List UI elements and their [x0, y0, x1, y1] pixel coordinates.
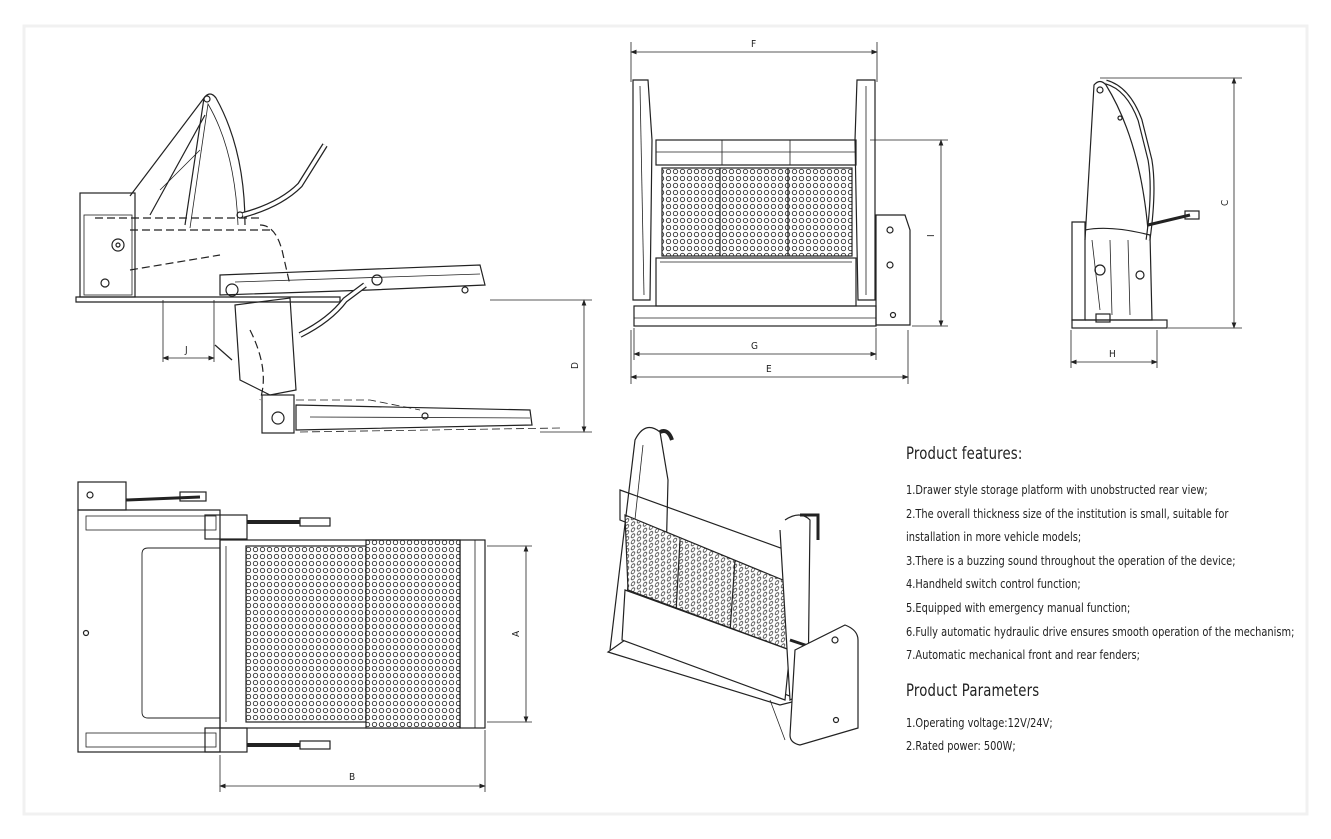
dim-label-c: C — [1220, 200, 1231, 206]
dimension-h — [1070, 330, 1158, 368]
dim-label-e: E — [766, 364, 772, 375]
dimension-e — [630, 330, 909, 384]
parameter-item: 2.Rated power: 500W; — [906, 738, 1016, 754]
dimension-a — [487, 545, 532, 723]
dim-label-g: G — [751, 341, 758, 352]
front-view — [632, 79, 911, 327]
feature-item: 3.There is a buzzing sound throughout th… — [906, 552, 1236, 568]
isometric-view — [606, 426, 859, 746]
dimension-b — [219, 730, 486, 792]
dimension-i — [870, 139, 948, 327]
side-view — [75, 93, 561, 434]
dim-label-d: D — [570, 362, 581, 369]
end-view — [1071, 79, 1200, 329]
feature-item: 1.Drawer style storage platform with uno… — [906, 482, 1208, 497]
top-view — [77, 481, 486, 753]
feature-item: 5.Equipped with emergency manual functio… — [906, 599, 1131, 615]
dimension-g — [633, 328, 877, 360]
dim-label-h: H — [1109, 349, 1116, 360]
parameter-item: 1.Operating voltage:12V/24V; — [906, 714, 1053, 730]
feature-item: 4.Handheld switch control function; — [906, 576, 1081, 592]
features-heading: Product features: — [906, 444, 1023, 464]
dimension-d — [490, 299, 592, 433]
dim-label-f: F — [751, 39, 756, 50]
dimension-f — [630, 42, 878, 82]
dim-label-i: I — [926, 234, 937, 237]
product-info-panel: Product features: 1.Drawer style storage… — [906, 444, 1316, 758]
dimension-j — [162, 300, 215, 362]
dim-label-b: B — [349, 772, 355, 783]
feature-item: 2.The overall thickness size of the inst… — [906, 505, 1229, 545]
dim-label-a: A — [511, 630, 522, 637]
feature-item: 7.Automatic mechanical front and rear fe… — [906, 647, 1140, 663]
feature-item: 6.Fully automatic hydraulic drive ensure… — [906, 623, 1295, 639]
dimension-c — [1100, 77, 1242, 329]
dim-label-j: J — [184, 345, 188, 356]
parameters-heading: Product Parameters — [906, 680, 1040, 701]
